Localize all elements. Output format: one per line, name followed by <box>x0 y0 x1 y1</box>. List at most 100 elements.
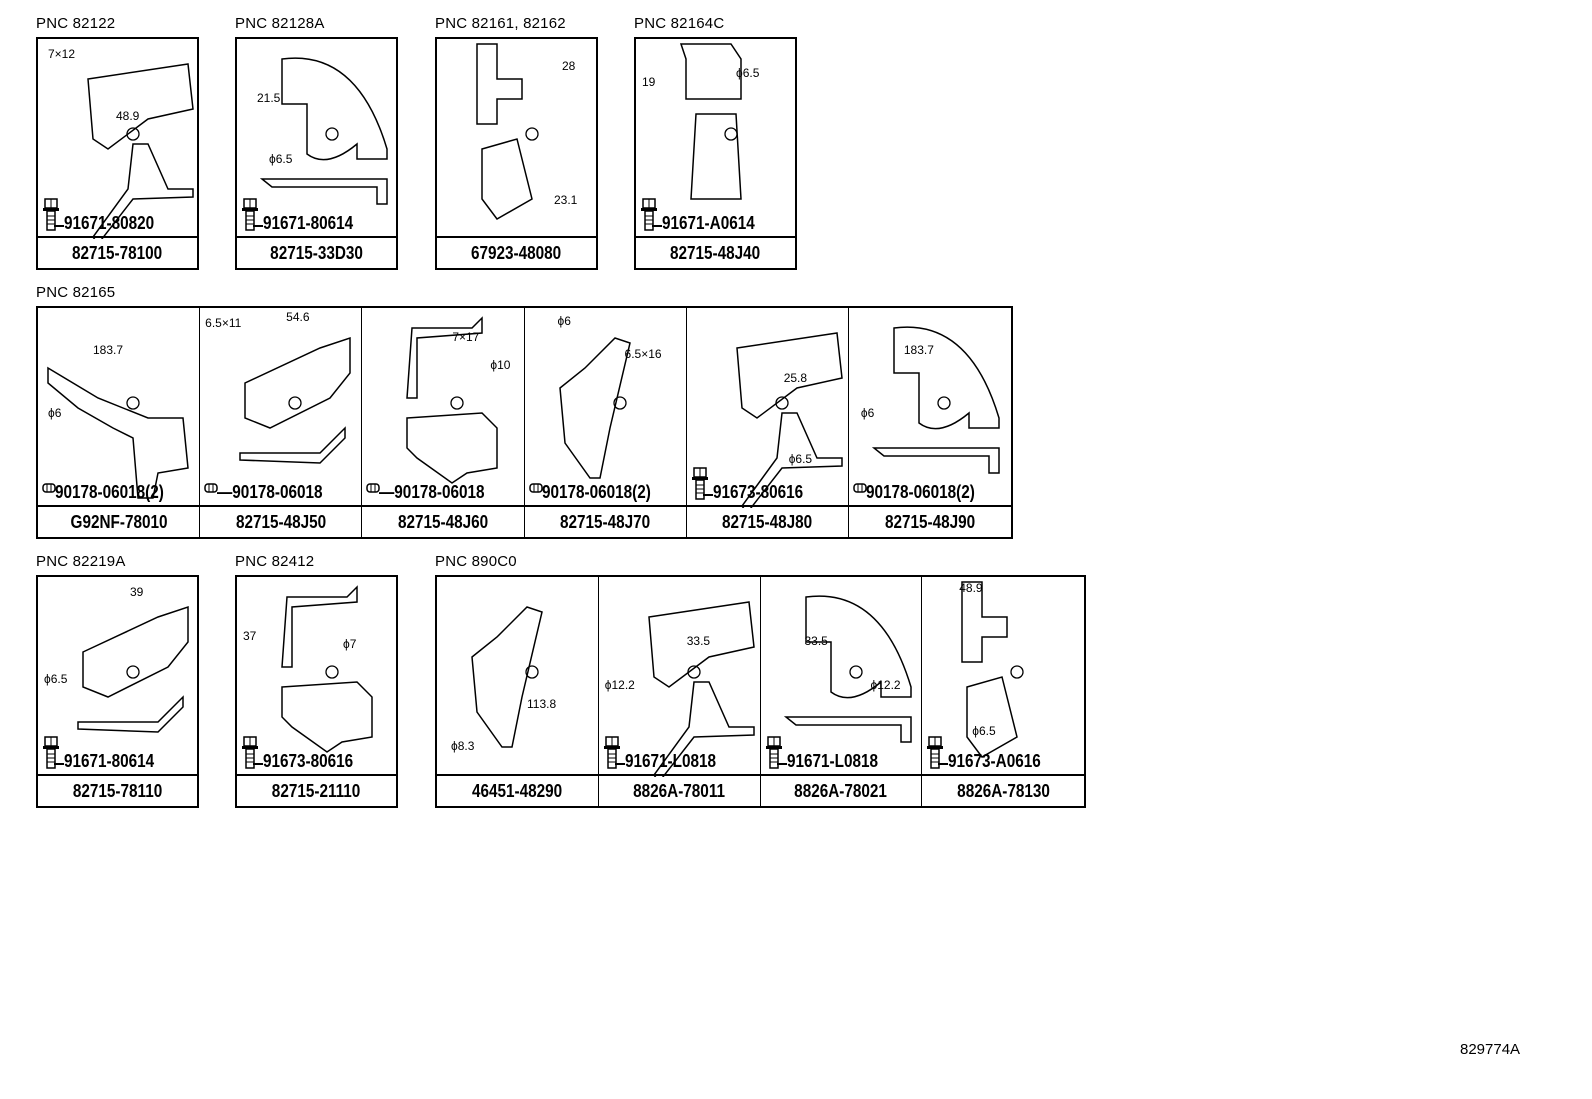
illustration-id: 829774A <box>1460 1041 1521 1058</box>
part-number-text: 82715-48J50 <box>235 512 326 532</box>
fastener[interactable]: 91671-A0614 <box>638 198 793 236</box>
dimension-label: ϕ10 <box>490 358 511 372</box>
fastener[interactable]: 91671-80614 <box>239 198 394 236</box>
dimension-label: ϕ7 <box>343 637 357 651</box>
bolt-icon <box>640 197 658 236</box>
fastener-part-number: 91671-L0818 <box>624 751 716 771</box>
fastener[interactable]: 91671-80820 <box>40 198 195 236</box>
pnc-label: PNC 82161, 82162 <box>435 15 566 32</box>
fastener-part-number: 91671-80614 <box>263 213 354 233</box>
part-number[interactable]: 67923-48080 <box>437 236 596 268</box>
fastener-part-number: 91673-A0616 <box>948 751 1041 771</box>
part-number[interactable]: 82715-48J80 <box>686 505 848 537</box>
fastener[interactable]: 91673-80616 <box>239 736 394 774</box>
part-cell[interactable]: 7×17 ϕ10 —90178-06018 82715-48J60 <box>362 308 525 537</box>
part-number-text: 82715-78110 <box>72 781 163 801</box>
part-number[interactable]: 8826A-78021 <box>760 774 922 806</box>
part-number-text: 82715-48J60 <box>397 512 489 532</box>
fastener[interactable]: —90178-06018 <box>202 467 359 505</box>
dimension-label: ϕ8.3 <box>451 739 475 753</box>
dimension-label: ϕ6.5 <box>972 724 996 738</box>
fastener[interactable]: 90178-06018(2) <box>527 467 684 505</box>
pnc-label: PNC 82412 <box>235 553 315 570</box>
part-number[interactable]: G92NF-78010 <box>38 505 200 537</box>
dimension-label: 33.5 <box>804 634 828 648</box>
fastener-part-number: 91671-A0614 <box>662 213 755 233</box>
fastener[interactable]: 90178-06018(2) <box>851 467 1009 505</box>
part-number[interactable]: 82715-78100 <box>38 236 197 268</box>
leader-line <box>54 225 64 227</box>
part-number[interactable]: 82715-48J40 <box>636 236 795 268</box>
fastener[interactable]: 91673-80616 <box>689 467 846 505</box>
dimension-label: 7×12 <box>48 47 76 61</box>
fastener[interactable]: 91673-A0616 <box>924 736 1082 774</box>
part-number[interactable]: 82715-21110 <box>237 774 396 806</box>
dimension-label: 23.1 <box>554 193 578 207</box>
part-cell[interactable]: 33.5 ϕ12.2 91671-L0818 8826A-78021 <box>760 577 923 806</box>
part-cell[interactable]: 7×12 48.9 91671-80820 82715-78100 <box>38 39 197 268</box>
fastener-part-number: 91671-L0818 <box>786 751 878 771</box>
dimension-label: ϕ12.2 <box>870 678 901 692</box>
part-number[interactable]: 82715-78110 <box>38 774 197 806</box>
nut-icon <box>42 480 56 498</box>
dimension-label: 6.5×11 <box>205 316 242 330</box>
fastener[interactable]: 91671-80614 <box>40 736 195 774</box>
part-number[interactable]: 82715-33D30 <box>237 236 396 268</box>
bolt-icon <box>926 735 944 774</box>
fastener-part-number: 90178-06018(2) <box>55 482 164 502</box>
dimension-label: 37 <box>243 629 257 643</box>
dimension-label: 6.5×16 <box>624 347 662 361</box>
leader-line <box>253 225 263 227</box>
dimension-label: 54.6 <box>286 310 310 324</box>
part-number-text: 82715-48J80 <box>722 512 813 532</box>
part-number-text: 67923-48080 <box>471 243 562 263</box>
part-number[interactable]: 82715-48J50 <box>200 505 362 537</box>
fastener[interactable]: 90178-06018(2) <box>40 467 197 505</box>
leader-line <box>652 225 662 227</box>
nut-icon <box>204 480 218 498</box>
bolt-icon <box>42 735 60 774</box>
dimension-label: 48.9 <box>116 109 140 123</box>
part-number[interactable]: 8826A-78130 <box>922 774 1084 806</box>
pnc-label: PNC 890C0 <box>435 553 517 570</box>
fastener[interactable]: 91671-L0818 <box>601 736 758 774</box>
dimension-label: 25.8 <box>783 371 808 385</box>
part-number-text: 82715-78100 <box>72 243 163 263</box>
part-number-text: G92NF-78010 <box>70 512 168 532</box>
dimension-label: 183.7 <box>903 343 934 357</box>
fastener[interactable]: 91671-L0818 <box>763 736 920 774</box>
nut-icon <box>528 480 543 498</box>
part-cell[interactable]: 6.5×11 54.6 —90178-06018 82715-48J50 <box>200 308 363 537</box>
part-number[interactable]: 8826A-78011 <box>598 774 760 806</box>
nut-icon <box>366 480 381 498</box>
dimension-label: 7×17 <box>452 330 480 344</box>
bolt-icon <box>691 466 709 505</box>
fastener[interactable]: —90178-06018 <box>364 467 521 505</box>
part-number[interactable]: 46451-48290 <box>437 774 598 806</box>
dimension-label: 19 <box>642 75 656 89</box>
part-number[interactable]: 82715-48J60 <box>362 505 524 537</box>
part-cell[interactable]: ϕ6 6.5×16 90178-06018(2) 82715-48J70 <box>524 308 687 537</box>
part-number[interactable]: 82715-48J70 <box>524 505 686 537</box>
fastener-part-number: 90178-06018(2) <box>541 482 651 502</box>
part-number-text: 8826A-78130 <box>956 781 1050 801</box>
part-number-text: 8826A-78021 <box>794 781 888 801</box>
nut-icon <box>853 480 867 498</box>
part-number[interactable]: 82715-48J90 <box>848 505 1012 537</box>
dimension-label: ϕ6 <box>557 314 571 328</box>
part-number-text: 8826A-78011 <box>633 781 726 801</box>
dimension-label: 33.5 <box>686 634 711 648</box>
